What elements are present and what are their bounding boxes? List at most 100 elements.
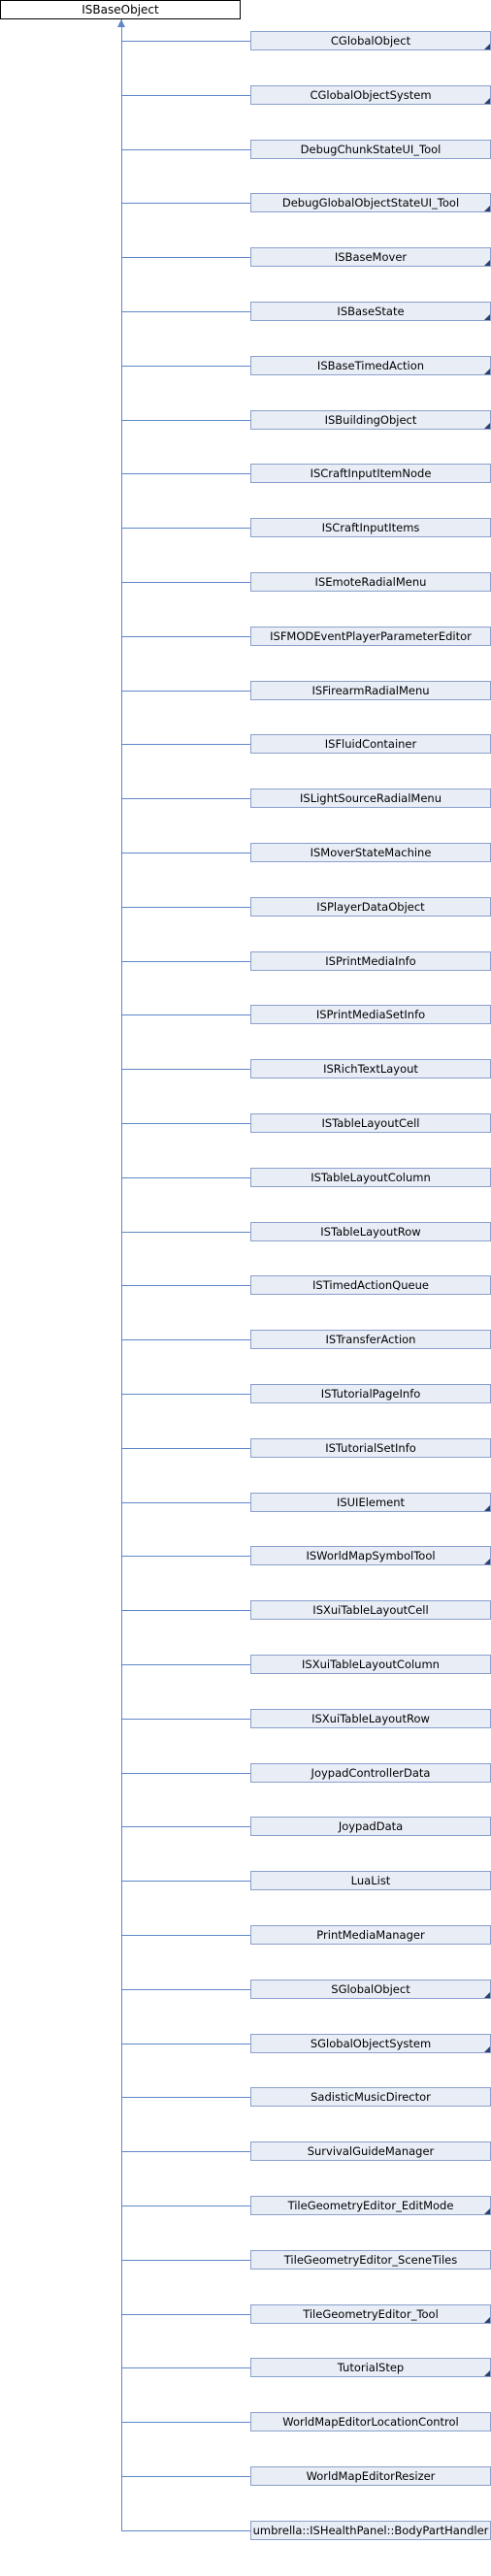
class-name-label: ISBuildingObject [324, 413, 417, 427]
inheritance-connector [121, 366, 250, 367]
derived-class-box[interactable]: ISCraftInputItems [250, 518, 491, 537]
derived-class-box[interactable]: ISBaseState [250, 302, 491, 321]
derived-class-box[interactable]: DebugChunkStateUI_Tool [250, 140, 491, 159]
inheritance-connector [121, 1339, 250, 1340]
derived-class-box[interactable]: SurvivalGuideManager [250, 2141, 491, 2161]
derived-class-box[interactable]: ISTransferAction [250, 1330, 491, 1349]
has-subclasses-corner-icon [484, 314, 490, 320]
derived-class-box[interactable]: ISFMODEventPlayerParameterEditor [250, 627, 491, 646]
class-name-label: SadisticMusicDirector [311, 2090, 431, 2104]
class-name-label: ISTutorialPageInfo [320, 1387, 421, 1401]
derived-class-box[interactable]: ISTutorialSetInfo [250, 1438, 491, 1458]
derived-class-box[interactable]: ISCraftInputItemNode [250, 464, 491, 483]
derived-class-box[interactable]: SadisticMusicDirector [250, 2087, 491, 2107]
derived-class-box[interactable]: ISLightSourceRadialMenu [250, 789, 491, 808]
class-name-label: JoypadControllerData [311, 1766, 431, 1780]
class-name-label: DebugGlobalObjectStateUI_Tool [281, 196, 460, 209]
inheritance-connector [121, 1123, 250, 1124]
derived-class-box[interactable]: ISTableLayoutColumn [250, 1168, 491, 1187]
class-name-label: ISCraftInputItemNode [310, 467, 432, 480]
inheritance-connector [121, 473, 250, 474]
derived-class-box[interactable]: ISTableLayoutCell [250, 1113, 491, 1133]
derived-class-box[interactable]: ISUIElement [250, 1493, 491, 1512]
has-subclasses-corner-icon [484, 2208, 490, 2214]
inheritance-connector [121, 961, 250, 962]
class-name-label: WorldMapEditorLocationControl [282, 2415, 459, 2429]
class-name-label: ISTimedActionQueue [312, 1278, 429, 1292]
derived-class-box[interactable]: JoypadControllerData [250, 1763, 491, 1783]
class-name-label: PrintMediaManager [316, 1928, 425, 1942]
derived-class-box[interactable]: PrintMediaManager [250, 1925, 491, 1945]
has-subclasses-corner-icon [484, 369, 490, 374]
class-name-label: CGlobalObject [330, 34, 411, 48]
derived-class-box[interactable]: ISTableLayoutRow [250, 1222, 491, 1241]
derived-class-box[interactable]: DebugGlobalObjectStateUI_Tool [250, 193, 491, 212]
class-name-label: TileGeometryEditor_SceneTiles [283, 2253, 458, 2267]
derived-class-box[interactable]: ISBuildingObject [250, 410, 491, 430]
class-name-label: ISFMODEventPlayerParameterEditor [270, 629, 472, 643]
inheritance-connector [121, 2044, 250, 2045]
class-name-label: CGlobalObjectSystem [310, 88, 432, 102]
derived-class-box[interactable]: TutorialStep [250, 2358, 491, 2377]
derived-class-box[interactable]: ISPlayerDataObject [250, 897, 491, 917]
has-subclasses-corner-icon [484, 1992, 490, 1998]
inheritance-connector [121, 1394, 250, 1395]
class-name-label: ISPrintMediaSetInfo [315, 1008, 426, 1021]
derived-class-box[interactable]: ISXuiTableLayoutRow [250, 1709, 491, 1728]
derived-class-box[interactable]: SGlobalObject [250, 1980, 491, 1999]
derived-class-box[interactable]: ISTimedActionQueue [250, 1275, 491, 1295]
inheritance-connector [121, 1826, 250, 1827]
derived-class-box[interactable]: SGlobalObjectSystem [250, 2034, 491, 2053]
inheritance-arrow-icon [117, 19, 125, 27]
class-name-label: TutorialStep [337, 2361, 405, 2374]
inheritance-connector [121, 2530, 250, 2531]
inheritance-trunk-line [121, 19, 122, 2530]
derived-class-box[interactable]: WorldMapEditorLocationControl [250, 2412, 491, 2431]
inheritance-connector [121, 691, 250, 692]
derived-class-box[interactable]: ISXuiTableLayoutCell [250, 1600, 491, 1620]
class-name-label: ISFluidContainer [324, 737, 417, 751]
derived-class-box[interactable]: CGlobalObjectSystem [250, 85, 491, 105]
derived-class-box[interactable]: umbrella::ISHealthPanel::BodyPartHandler [250, 2521, 491, 2540]
inheritance-connector [121, 1448, 250, 1449]
inheritance-connector [121, 149, 250, 150]
class-name-label: ISEmoteRadialMenu [314, 575, 427, 589]
has-subclasses-corner-icon [484, 1505, 490, 1511]
class-name-label: SGlobalObjectSystem [310, 2037, 432, 2050]
derived-class-box[interactable]: ISPrintMediaInfo [250, 951, 491, 971]
inheritance-connector [121, 1285, 250, 1286]
class-name-label: TileGeometryEditor_EditMode [287, 2199, 454, 2212]
inheritance-connector [121, 1989, 250, 1990]
derived-class-box[interactable]: ISXuiTableLayoutColumn [250, 1655, 491, 1674]
inheritance-connector [121, 1719, 250, 1720]
derived-class-box[interactable]: ISRichTextLayout [250, 1059, 491, 1079]
class-name-label: WorldMapEditorResizer [306, 2469, 436, 2483]
root-class-box[interactable]: ISBaseObject [0, 0, 241, 19]
derived-class-box[interactable]: WorldMapEditorResizer [250, 2466, 491, 2486]
derived-class-box[interactable]: ISBaseMover [250, 247, 491, 267]
derived-class-box[interactable]: LuaList [250, 1871, 491, 1890]
class-name-label: ISUIElement [336, 1496, 406, 1509]
class-name-label: ISXuiTableLayoutColumn [302, 1658, 440, 1671]
inheritance-connector [121, 257, 250, 258]
derived-class-box[interactable]: ISPrintMediaSetInfo [250, 1005, 491, 1024]
inheritance-connector [121, 2314, 250, 2315]
derived-class-box[interactable]: CGlobalObject [250, 31, 491, 50]
class-name-label: ISBaseMover [334, 250, 408, 264]
derived-class-box[interactable]: ISMoverStateMachine [250, 843, 491, 862]
derived-class-box[interactable]: ISFluidContainer [250, 734, 491, 754]
derived-class-box[interactable]: ISBaseTimedAction [250, 356, 491, 375]
derived-class-box[interactable]: ISEmoteRadialMenu [250, 572, 491, 592]
derived-class-box[interactable]: TileGeometryEditor_SceneTiles [250, 2250, 491, 2270]
derived-class-box[interactable]: ISWorldMapSymbolTool [250, 1546, 491, 1565]
class-name-label: SurvivalGuideManager [307, 2144, 435, 2158]
inheritance-connector [121, 311, 250, 312]
has-subclasses-corner-icon [484, 260, 490, 266]
derived-class-box[interactable]: JoypadData [250, 1817, 491, 1836]
derived-class-box[interactable]: ISFirearmRadialMenu [250, 681, 491, 700]
class-name-label: ISTransferAction [325, 1333, 416, 1346]
derived-class-box[interactable]: ISTutorialPageInfo [250, 1384, 491, 1403]
derived-class-box[interactable]: TileGeometryEditor_Tool [250, 2304, 491, 2324]
derived-class-box[interactable]: TileGeometryEditor_EditMode [250, 2196, 491, 2215]
inheritance-connector [121, 1773, 250, 1774]
